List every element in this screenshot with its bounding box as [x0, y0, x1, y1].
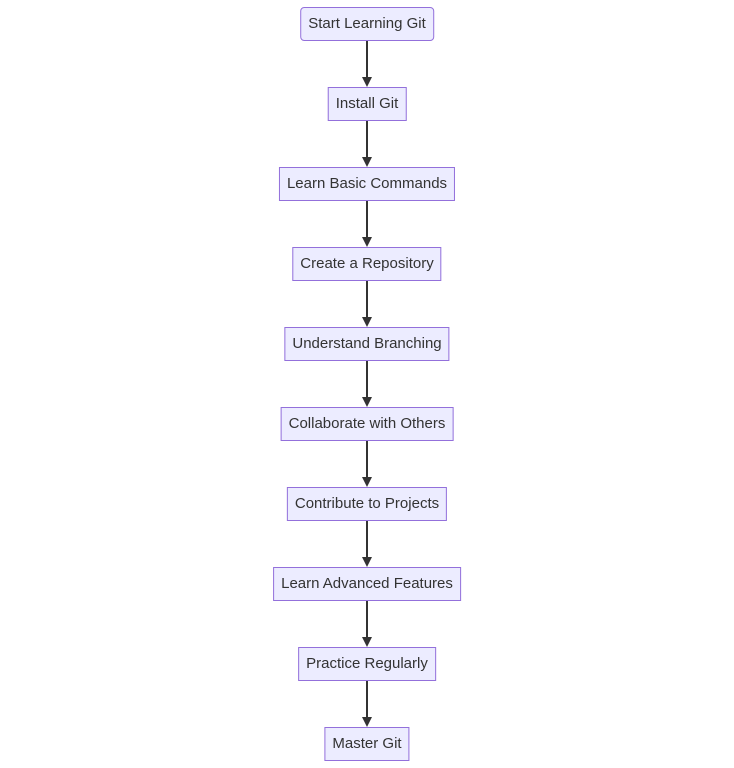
node-understand-branching[interactable]: Understand Branching: [284, 327, 450, 361]
node-contribute-to-projects[interactable]: Contribute to Projects: [286, 487, 448, 521]
edge-arrow: [362, 281, 372, 327]
node-collaborate-with-others[interactable]: Collaborate with Others: [280, 407, 454, 441]
node-learn-basic-commands[interactable]: Learn Basic Commands: [278, 167, 456, 201]
edge-arrow: [362, 201, 372, 247]
arrowhead: [362, 637, 372, 647]
node-create-a-repository[interactable]: Create a Repository: [292, 247, 442, 281]
edge-arrow: [362, 361, 372, 407]
edge-arrow: [362, 681, 372, 727]
node-practice-regularly[interactable]: Practice Regularly: [298, 647, 436, 681]
edge-arrow: [362, 41, 372, 87]
node-start-learning-git[interactable]: Start Learning Git: [300, 7, 434, 41]
arrowhead: [362, 317, 372, 327]
node-learn-advanced-features[interactable]: Learn Advanced Features: [273, 567, 461, 601]
arrowhead: [362, 157, 372, 167]
arrowhead: [362, 717, 372, 727]
edge-arrow: [362, 121, 372, 167]
arrowhead: [362, 557, 372, 567]
edge-arrow: [362, 441, 372, 487]
edge-arrow: [362, 521, 372, 567]
node-master-git[interactable]: Master Git: [324, 727, 410, 761]
arrowhead: [362, 477, 372, 487]
edge-arrow: [362, 601, 372, 647]
arrowhead: [362, 397, 372, 407]
arrowhead: [362, 77, 372, 87]
arrowhead: [362, 237, 372, 247]
node-install-git[interactable]: Install Git: [327, 87, 407, 121]
